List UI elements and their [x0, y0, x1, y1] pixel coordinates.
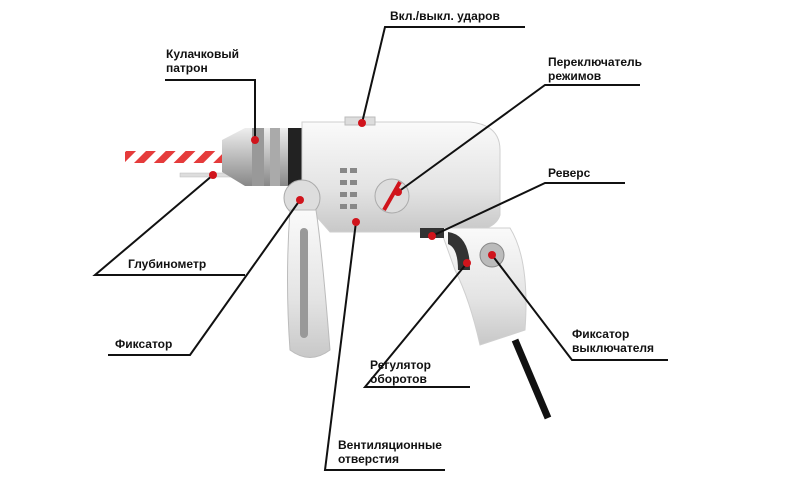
label-vents: Вентиляционные отверстия — [338, 438, 442, 466]
label-trigger-lock: Фиксатор выключателя — [572, 327, 654, 355]
label-mode-switch: Переключатель режимов — [548, 55, 642, 83]
label-lock: Фиксатор — [115, 337, 173, 351]
label-line: отверстия — [338, 452, 400, 466]
label-line: Фиксатор — [572, 327, 630, 341]
label-speed-regulator: Регулятор оборотов — [370, 358, 431, 386]
label-line: Переключатель — [548, 55, 643, 69]
side-handle — [287, 209, 331, 358]
label-chuck: Кулачковый патрон — [166, 47, 239, 75]
marker-dots — [209, 119, 496, 267]
label-reverse: Реверс — [548, 166, 591, 180]
drill-bit — [125, 151, 225, 163]
label-line: выключателя — [572, 341, 655, 355]
label-line: патрон — [166, 61, 208, 75]
power-cord — [511, 338, 552, 420]
label-line: Кулачковый — [166, 47, 239, 61]
label-line: оборотов — [370, 372, 427, 386]
label-impact-switch: Вкл./выкл. ударов — [390, 9, 500, 23]
label-line: Регулятор — [370, 358, 431, 372]
leader-lines — [92, 26, 668, 471]
label-depth-gauge: Глубинометр — [128, 257, 207, 271]
label-line: режимов — [548, 69, 602, 83]
label-line: Вентиляционные — [338, 438, 442, 452]
